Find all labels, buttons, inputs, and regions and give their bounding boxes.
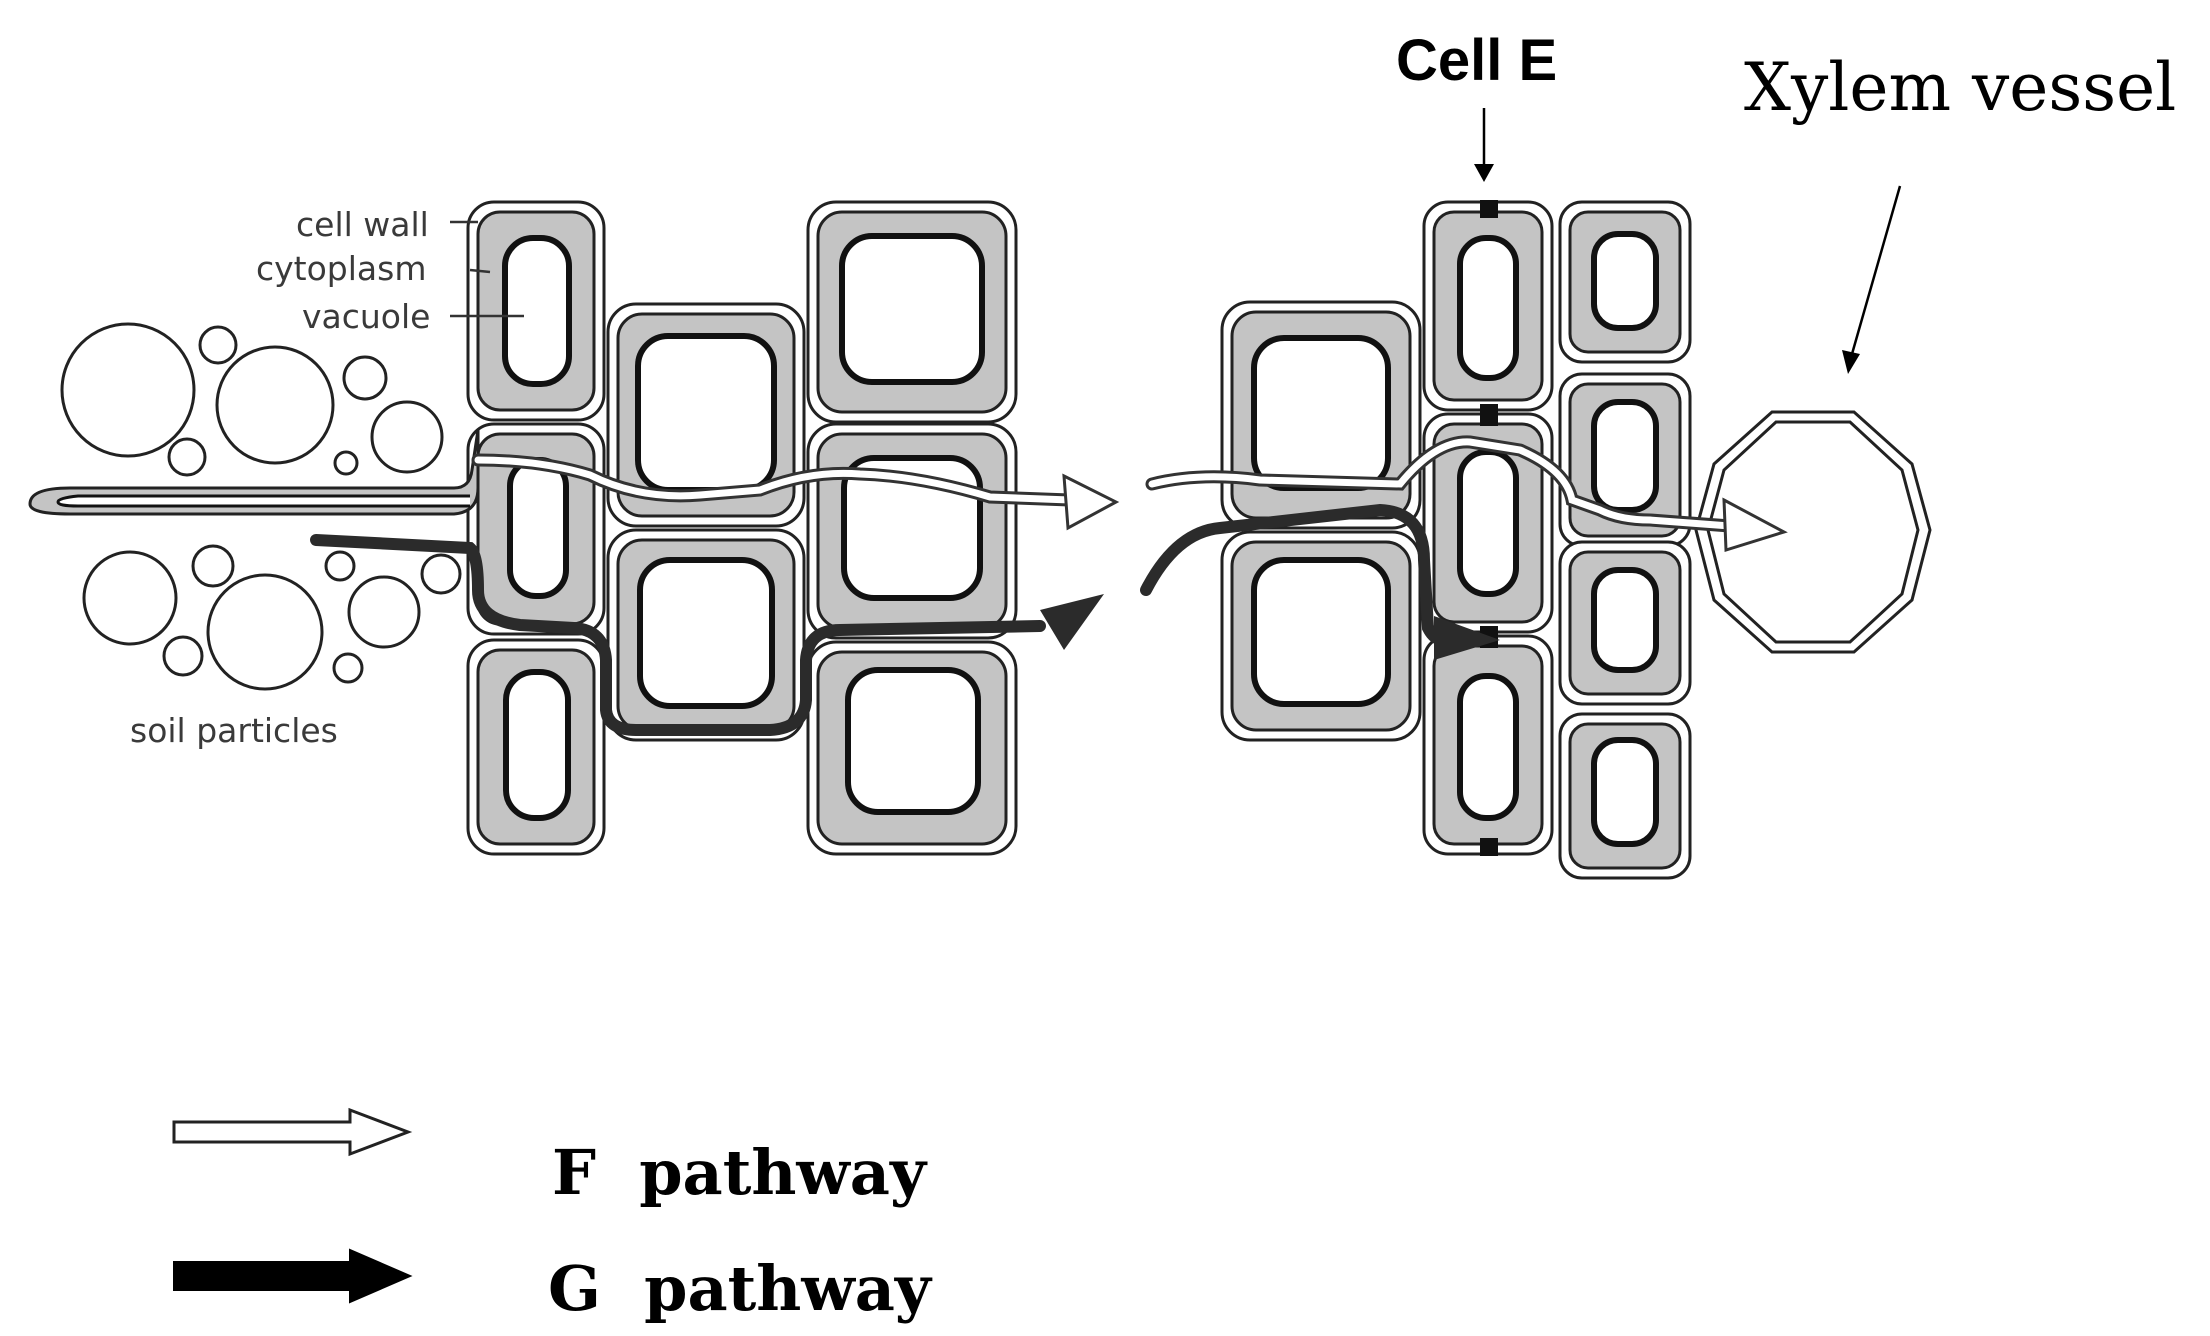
cell <box>806 422 1018 640</box>
casparian-strip <box>1480 200 1498 218</box>
right-cell-block <box>1220 200 1692 880</box>
soil-particles-group <box>60 322 462 691</box>
f-pathway-arrow <box>471 435 1788 553</box>
soil-particle <box>342 355 388 401</box>
xylem-vessel-label: Xylem vessel <box>1744 49 2176 126</box>
cell-e-label: Cell E <box>1396 28 1557 93</box>
casparian-strip <box>1480 838 1498 856</box>
soil-particle <box>333 450 359 476</box>
cytoplasm-leader <box>469 268 491 274</box>
root-hair-cell <box>466 422 606 636</box>
cytoplasm-label: cytoplasm <box>256 249 426 288</box>
soil-particle <box>215 345 335 465</box>
endodermis-cell <box>1422 634 1554 856</box>
cell <box>1220 300 1422 530</box>
cell <box>1558 540 1692 706</box>
legend-g-arrow-icon <box>173 1248 413 1304</box>
left-cell-block <box>466 200 1018 856</box>
soil-particle <box>347 575 421 649</box>
cell-e-pointer-head <box>1474 164 1494 182</box>
cell <box>1558 712 1692 880</box>
soil-particle <box>206 573 324 691</box>
cell <box>466 638 606 856</box>
cell <box>606 528 806 742</box>
soil-particle <box>324 550 356 582</box>
casparian-strip <box>1480 404 1498 426</box>
legend-f-label: F pathway <box>552 1136 928 1209</box>
soil-particle <box>191 544 235 588</box>
soil-particle <box>370 400 444 474</box>
xylem-pointer-head <box>1842 350 1860 374</box>
g-pathway-arrow <box>310 503 1500 736</box>
soil-particle <box>60 322 196 458</box>
vacuole-label: vacuole <box>302 297 430 336</box>
cell <box>806 640 1018 856</box>
soil-particle <box>82 550 178 646</box>
soil-particle <box>332 652 364 684</box>
endodermis-cell <box>1422 200 1554 412</box>
cell-e <box>1422 412 1554 634</box>
legend-g-label: G pathway <box>548 1252 933 1325</box>
xylem-vessel <box>1694 410 1932 654</box>
xylem-pointer <box>1850 185 1902 355</box>
legend: F pathway G pathway <box>172 1107 933 1325</box>
cell <box>1558 200 1692 364</box>
cell-wall-label: cell wall <box>296 205 429 244</box>
root-hair <box>28 429 480 516</box>
soil-particles-label: soil particles <box>130 711 338 750</box>
cell <box>1220 530 1422 742</box>
legend-f-arrow-icon <box>172 1107 413 1157</box>
cell <box>806 200 1018 424</box>
cell <box>466 200 606 422</box>
soil-particle <box>167 437 207 477</box>
cell <box>606 302 806 528</box>
soil-particle <box>420 553 462 595</box>
soil-particle <box>162 635 204 677</box>
soil-particle <box>198 325 238 365</box>
cell <box>1558 372 1692 548</box>
